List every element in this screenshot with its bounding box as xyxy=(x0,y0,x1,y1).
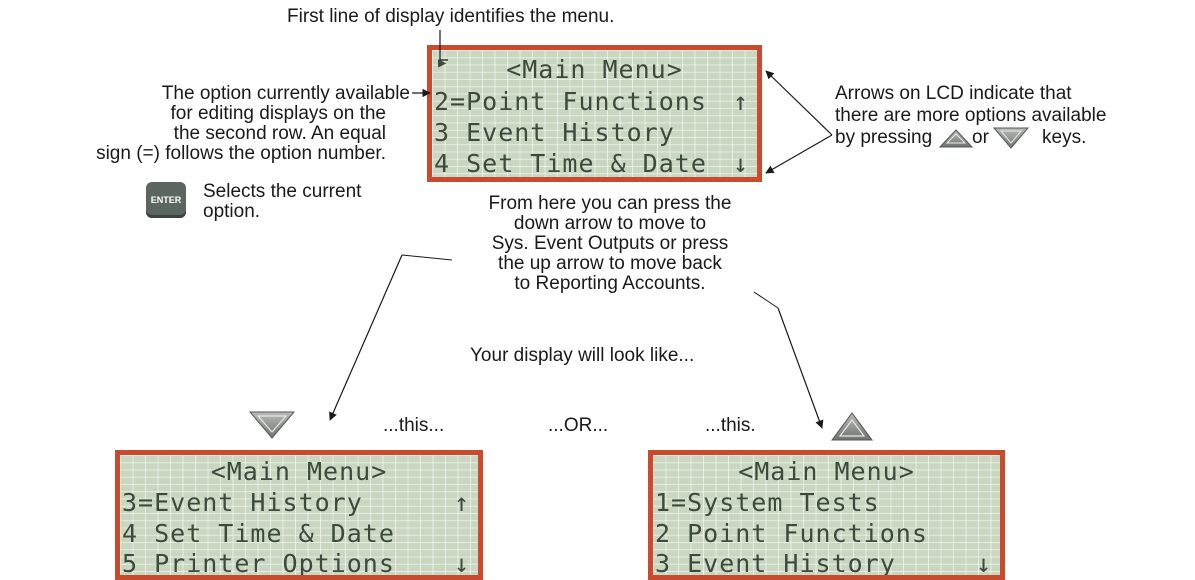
down-key-icon xyxy=(992,127,1030,149)
lcd-down-row-3: 4 Set Time & Date xyxy=(122,519,395,548)
callout-arrows-line-3-pre: by pressing xyxy=(835,127,933,148)
callout-option-line-2: for editing displays on the xyxy=(170,103,386,124)
lcd-down-row-1: <Main Menu> xyxy=(210,457,388,486)
down-key-icon-large xyxy=(248,411,296,439)
lcd-main-row-1: <Main Menu> xyxy=(506,55,683,84)
up-key-icon-large xyxy=(831,412,873,441)
leader-top xyxy=(439,30,448,61)
lcd-down-row-2: 3=Event History↑ xyxy=(122,488,470,517)
leader-mid-left-b xyxy=(329,254,403,421)
lcd-main-row-2: 2=Point Functions↑ xyxy=(434,87,749,116)
this-left-text: ...this... xyxy=(383,415,445,436)
callout-arrows-line-3-post: keys. xyxy=(1042,127,1087,148)
lcd-main-row-3: 3 Event History xyxy=(434,118,675,147)
callout-option-line-3: the second row. An equal xyxy=(173,123,386,144)
callout-middle-line-5: to Reporting Accounts. xyxy=(514,273,706,294)
enter-key-icon: ENTER xyxy=(146,182,186,218)
callout-middle-line-4: the up arrow to move back xyxy=(498,253,722,274)
leader-right-up xyxy=(765,70,833,136)
your-display-text: Your display will look like... xyxy=(470,345,695,366)
lcd-up-row-2: 1=System Tests xyxy=(655,488,880,517)
up-arrow-icon: ↑ xyxy=(732,87,749,116)
lcd-up-row-4: 3 Event History↓ xyxy=(655,549,992,578)
callout-middle-line-2: down arrow to move to xyxy=(513,213,707,234)
callout-option-line-4: sign (=) follows the option number. xyxy=(96,143,386,164)
callout-option-line-1: The option currently available xyxy=(161,83,410,104)
down-arrow-icon: ↓ xyxy=(975,549,992,578)
enter-desc-line-1: Selects the current xyxy=(203,181,362,202)
up-key-icon xyxy=(938,129,974,148)
leader-mid-right-a xyxy=(753,291,779,309)
lcd-up-menu: <Main Menu> 1=System Tests 2 Point Funct… xyxy=(648,450,1005,580)
lcd-main-menu: ▶ <Main Menu> 2=Point Functions↑ 3 Event… xyxy=(427,45,762,182)
lcd-main-row-4: 4 Set Time & Date↓ xyxy=(434,149,749,178)
leader-right-down xyxy=(765,134,833,174)
leader-mid-left-a xyxy=(401,254,453,261)
enter-desc-line-2: option. xyxy=(203,201,261,222)
callout-middle-line-3: Sys. Event Outputs or press xyxy=(491,233,729,254)
or-text: ...OR... xyxy=(548,415,609,436)
lcd-main-cursor: ▶ xyxy=(432,53,757,82)
down-arrow-icon: ↓ xyxy=(453,549,470,578)
this-right-text: ...this. xyxy=(705,415,756,436)
lcd-up-row-3: 2 Point Functions xyxy=(655,519,928,548)
callout-arrows-line-3-mid: or xyxy=(972,127,989,148)
callout-first-line: First line of display identifies the men… xyxy=(287,6,615,27)
leader-mid-right-b xyxy=(777,307,824,429)
lcd-up-row-1: <Main Menu> xyxy=(738,457,915,486)
lcd-down-row-4: 5 Printer Options↓ xyxy=(122,549,470,578)
cursor-arrow-icon: ▶ xyxy=(438,55,448,71)
up-arrow-icon: ↑ xyxy=(453,488,470,517)
down-arrow-icon: ↓ xyxy=(732,149,749,178)
callout-arrows-line-2: there are more options available xyxy=(835,105,1107,126)
lcd-down-menu: <Main Menu> 3=Event History↑ 4 Set Time … xyxy=(115,450,483,580)
callout-arrows-line-1: Arrows on LCD indicate that xyxy=(835,83,1072,104)
callout-middle-line-1: From here you can press the xyxy=(488,193,732,214)
